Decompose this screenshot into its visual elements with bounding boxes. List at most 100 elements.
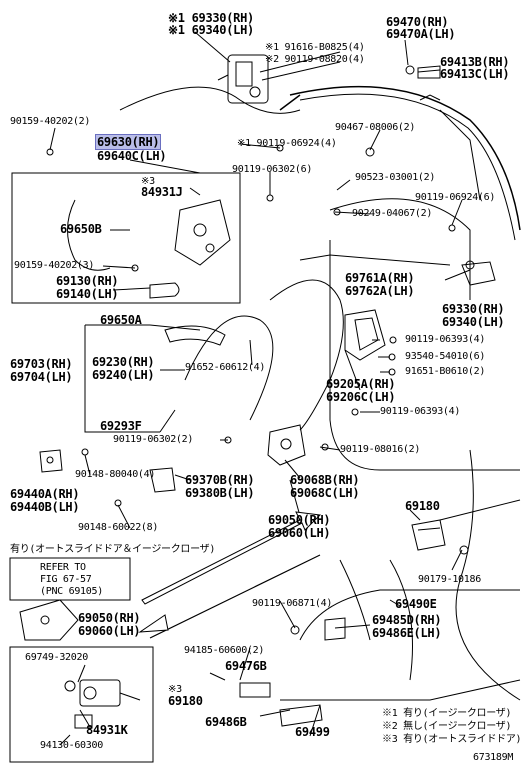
label-69370b-rh: 69370B(RH) [185, 473, 255, 487]
label-69330-rh-top: ※1 69330(RH) [168, 11, 254, 25]
handle-69130 [149, 282, 180, 299]
label-69380b-lh: 69380B(LH) [185, 486, 255, 500]
label-84931j: 84931J [141, 185, 183, 199]
label-94130: 94130-60300 [40, 740, 103, 751]
label-91651: 91651-B0610(2) [405, 366, 486, 377]
label-69068b-rh: 69068B(RH) [290, 473, 360, 487]
label-69413b-rh: 69413B(RH) [440, 55, 510, 69]
label-69050-rh: 69050(RH) [268, 513, 331, 527]
label-69340-lh-top: ※1 69340(LH) [168, 23, 254, 37]
label-90467: 90467-08006(2) [335, 122, 416, 133]
label-69180-b: 69180 [168, 694, 203, 708]
label-90148-80040: 90148-80040(4) [75, 469, 156, 480]
label-90148-60022: 90148-60022(8) [78, 522, 159, 533]
label-69470-rh: 69470(RH) [386, 15, 449, 29]
motor-69749 [64, 679, 141, 729]
refer-box [9, 557, 131, 601]
label-91616: ※1 91616-B0825(4) [265, 42, 365, 53]
label-90119-06393-4a: 90119-06393(4) [405, 334, 486, 345]
label-90119-06924-r: 90119-06924(6) [415, 192, 496, 203]
label-69749: 69749-32020 [25, 652, 88, 663]
label-69440a-rh: 69440A(RH) [10, 487, 80, 501]
label-69340-lh-r: 69340(LH) [442, 315, 505, 329]
label-note-autoslide: 有り(オートスライドドア＆イージークローザ) [10, 544, 216, 555]
label-69704-lh: 69704(LH) [10, 370, 73, 384]
door-part-left [19, 599, 79, 641]
label-90159-40202-mid: 90159-40202(3) [14, 260, 95, 271]
label-69499: 69499 [295, 725, 330, 739]
latch-mid-right [344, 309, 386, 361]
latch-upper-left [174, 199, 231, 266]
label-note1: ※1 有り(イージークローザ) [382, 708, 512, 719]
actuator-top [217, 54, 269, 104]
arrow-large [141, 511, 322, 605]
label-69068c-lh: 69068C(LH) [290, 486, 360, 500]
label-refer-to: REFER TO [40, 562, 86, 573]
figure-code: 673189M [473, 752, 514, 763]
label-84931k: 84931K [86, 723, 128, 737]
label-90179: 90179-10186 [418, 574, 481, 585]
label-90119-06302-6: 90119-06302(6) [232, 164, 313, 175]
label-90119-08820: ※2 90119-08820(4) [265, 54, 365, 65]
label-69476b: 69476B [225, 659, 267, 673]
label-90249: 90249-04067(2) [352, 208, 433, 219]
label-69703-rh: 69703(RH) [10, 357, 73, 371]
part-69485d [324, 617, 346, 641]
label-note3: ※3 有り(オートスライドドア) [382, 734, 522, 745]
label-69490e: 69490E [395, 597, 437, 611]
label-90119-06871: 90119-06871(4) [252, 598, 333, 609]
group-box-lower [9, 646, 154, 763]
label-69205a-rh: 69205A(RH) [326, 377, 396, 391]
label-69640c-lh: 69640C(LH) [97, 149, 167, 163]
label-pnc: (PNC 69105) [40, 586, 103, 597]
body-outline [289, 85, 521, 231]
label-90523: 90523-03001(2) [355, 172, 436, 183]
label-69140-lh: 69140(LH) [56, 287, 119, 301]
label-69330-rh-r: 69330(RH) [442, 302, 505, 316]
label-note2: ※2 無し(イージークローザ) [382, 721, 512, 732]
label-90119-06924-mid: ※1 90119-06924(4) [237, 138, 337, 149]
label-90119-06393-4b: 90119-06393(4) [380, 406, 461, 417]
label-69486e-lh: 69486E(LH) [372, 626, 442, 640]
label-69293f: 69293F [100, 419, 142, 433]
label-69650b: 69650B [60, 222, 102, 236]
group-box-upper [11, 172, 241, 304]
label-69130-rh: 69130(RH) [56, 274, 119, 288]
label-69206c-lh: 69206C(LH) [326, 390, 396, 404]
label-90119-08016: 90119-08016(2) [340, 444, 421, 455]
bracket-69440 [39, 449, 63, 473]
label-69470a-lh: 69470A(LH) [386, 27, 456, 41]
group-box-mid [84, 324, 160, 433]
label-69180-b-mark: ※3 [168, 684, 182, 695]
label-69240-lh: 69240(LH) [92, 368, 155, 382]
label-69060-lh: 69060(LH) [268, 526, 331, 540]
label-69650a: 69650A [100, 313, 142, 327]
highlighted-part-69630[interactable]: 69630(RH) [95, 134, 162, 150]
label-69440b-lh: 69440B(LH) [10, 500, 80, 514]
part-69476b [239, 682, 271, 698]
label-69230-rh: 69230(RH) [92, 355, 155, 369]
part-69486b [279, 704, 323, 727]
label-93540: 93540-54010(6) [405, 351, 486, 362]
label-69050-rh-b: 69050(RH) [78, 611, 141, 625]
arrow-upper [279, 94, 301, 111]
label-90119-06302-2: 90119-06302(2) [113, 434, 194, 445]
label-69060-lh-b: 69060(LH) [78, 624, 141, 638]
handle-69230 [164, 325, 226, 346]
label-90159-40202-top: 90159-40202(2) [10, 116, 91, 127]
lock-center [267, 424, 306, 466]
label-fig[interactable]: FIG 67-57 [40, 574, 92, 585]
label-69762a-lh: 69762A(LH) [345, 284, 415, 298]
part-69180-top [411, 519, 446, 551]
label-91652: 91652-60612(4) [185, 362, 266, 373]
cable-upper [119, 86, 301, 114]
label-69486b: 69486B [205, 715, 247, 729]
label-69630-rh: 69630(RH) [95, 134, 162, 150]
label-69180-top: 69180 [405, 499, 440, 513]
label-69761a-rh: 69761A(RH) [345, 271, 415, 285]
label-94185: 94185-60600(2) [184, 645, 265, 656]
label-69413c-lh: 69413C(LH) [440, 67, 510, 81]
label-84931j-mark: ※3 [141, 176, 155, 187]
